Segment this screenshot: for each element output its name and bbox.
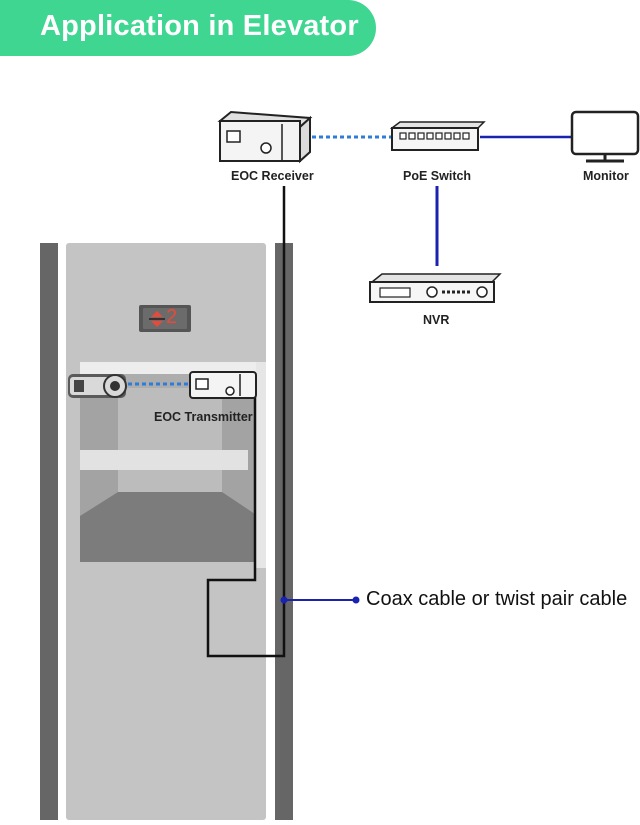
page-title: Application in Elevator <box>40 10 359 42</box>
shaft-left-rail <box>40 243 58 820</box>
cab-floor <box>80 492 258 562</box>
eoc-receiver-label: EOC Receiver <box>231 169 314 183</box>
camera-icon <box>68 374 127 398</box>
nvr-icon <box>369 273 502 303</box>
cab-left-wall <box>80 374 118 516</box>
cab-right-wall <box>222 374 258 516</box>
poe-switch-icon <box>389 121 486 151</box>
cab-handrail <box>80 450 248 470</box>
monitor-icon <box>570 110 640 163</box>
cable-callout-dot-end <box>352 596 360 604</box>
cable-callout-dot-start <box>280 596 288 604</box>
eoc-receiver-icon <box>217 110 313 164</box>
floor-arrow-icon <box>149 311 165 327</box>
cab-back-wall <box>118 388 222 492</box>
monitor-label: Monitor <box>583 169 629 183</box>
nvr-label: NVR <box>423 313 450 327</box>
cab-door-edge <box>256 362 266 568</box>
coax-cable <box>206 186 286 658</box>
title-badge <box>0 0 376 56</box>
poe-switch-label: PoE Switch <box>403 169 472 183</box>
eoc-transmitter-icon <box>189 371 257 399</box>
floor-number: 2 <box>166 306 178 328</box>
eoc-transmitter-label: EOC Transmitter <box>154 410 253 424</box>
cable-label: Coax cable or twist pair cable <box>366 588 628 610</box>
